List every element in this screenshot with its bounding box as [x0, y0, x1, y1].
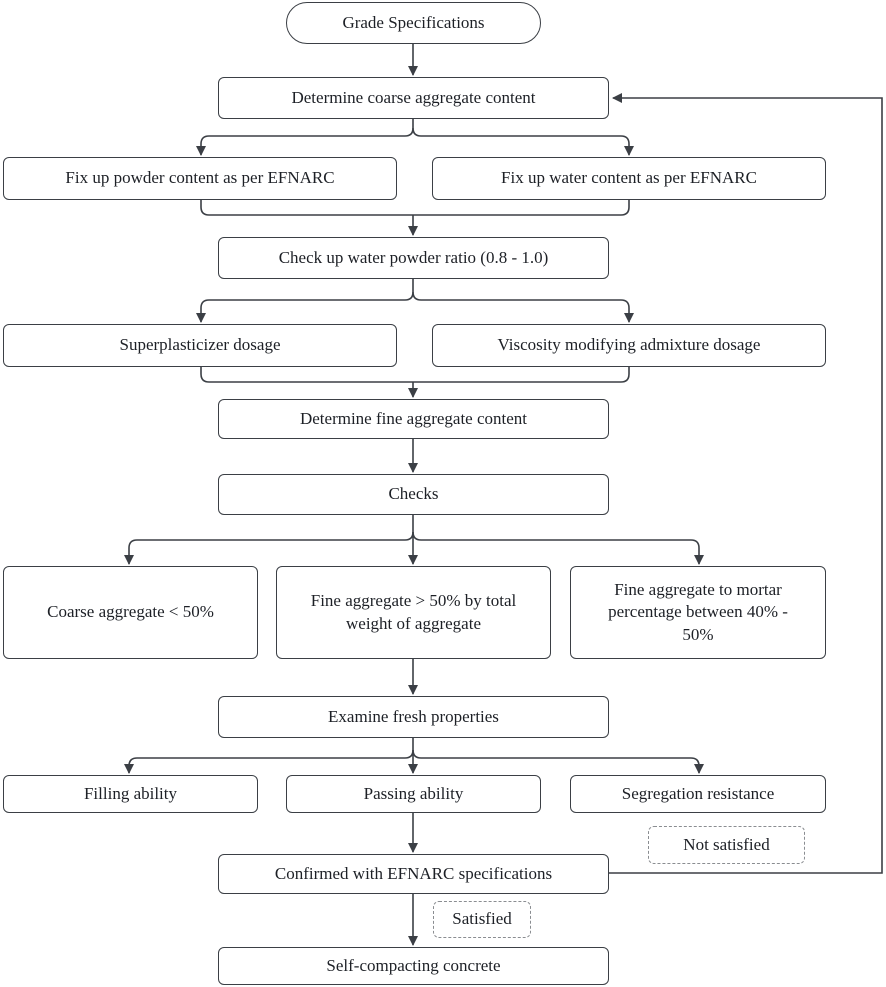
node-label: Confirmed with EFNARC specifications — [274, 863, 553, 883]
node-label: Determine fine aggregate content — [299, 408, 528, 428]
node-check-fine-aggregate: Fine aggregate > 50% by total weight of … — [276, 566, 551, 659]
edge-label: Not satisfied — [683, 834, 770, 854]
node-passing-ability: Passing ability — [286, 775, 541, 813]
node-check-coarse-aggregate: Coarse aggregate < 50% — [3, 566, 258, 659]
node-check-mortar-percentage: Fine aggregate to mortar percentage betw… — [570, 566, 826, 659]
node-label: Fine aggregate > 50% by total weight of … — [310, 591, 517, 633]
node-label: Filling ability — [83, 783, 178, 803]
node-examine-fresh-properties: Examine fresh properties — [218, 696, 609, 738]
node-confirmed-efnarc: Confirmed with EFNARC specifications — [218, 854, 609, 894]
node-vma-dosage: Viscosity modifying admixture dosage — [432, 324, 826, 367]
arrow-fresh-to-filling — [124, 738, 414, 774]
node-label: Grade Specifications — [342, 12, 485, 32]
arrow-powder-water-to-ratio — [200, 200, 630, 235]
node-label: Fix up powder content as per EFNARC — [65, 168, 335, 188]
arrow-coarse-to-powder — [196, 119, 414, 156]
arrow-sp-vma-to-fine — [200, 367, 630, 397]
label-satisfied: Satisfied — [433, 901, 531, 938]
arrow-fresh-to-segregation — [412, 749, 704, 774]
node-water-powder-ratio: Check up water powder ratio (0.8 - 1.0) — [218, 237, 609, 279]
node-self-compacting-concrete: Self-compacting concrete — [218, 947, 609, 985]
node-label: Passing ability — [363, 783, 464, 803]
edge-label: Satisfied — [452, 909, 512, 929]
node-powder-content: Fix up powder content as per EFNARC — [3, 157, 397, 200]
node-label: Fine aggregate to mortar percentage betw… — [608, 580, 788, 644]
node-label: Fix up water content as per EFNARC — [501, 168, 757, 188]
node-fine-aggregate-content: Determine fine aggregate content — [218, 399, 609, 439]
node-superplasticizer-dosage: Superplasticizer dosage — [3, 324, 397, 367]
arrow-ratio-to-vma — [412, 291, 634, 323]
node-label: Checks — [388, 484, 439, 504]
node-filling-ability: Filling ability — [3, 775, 258, 813]
arrow-ratio-to-sp — [196, 279, 414, 323]
label-not-satisfied: Not satisfied — [648, 826, 805, 864]
node-grade-specifications: Grade Specifications — [286, 2, 541, 44]
arrow-checks-to-mortar — [412, 531, 704, 565]
node-water-content: Fix up water content as per EFNARC — [432, 157, 826, 200]
node-checks: Checks — [218, 474, 609, 515]
node-label: Viscosity modifying admixture dosage — [497, 335, 761, 355]
node-label: Self-compacting concrete — [326, 955, 501, 975]
arrow-coarse-to-water — [412, 127, 634, 156]
node-segregation-resistance: Segregation resistance — [570, 775, 826, 813]
node-coarse-aggregate-content: Determine coarse aggregate content — [218, 77, 609, 119]
node-label: Determine coarse aggregate content — [291, 87, 536, 107]
arrow-checks-to-coarse — [124, 515, 414, 565]
node-label: Segregation resistance — [621, 783, 775, 803]
arrow-feedback-loop — [609, 93, 883, 874]
node-label: Coarse aggregate < 50% — [47, 602, 214, 622]
node-label: Check up water powder ratio (0.8 - 1.0) — [278, 247, 549, 267]
node-label: Superplasticizer dosage — [119, 335, 281, 355]
node-label: Examine fresh properties — [328, 706, 499, 726]
